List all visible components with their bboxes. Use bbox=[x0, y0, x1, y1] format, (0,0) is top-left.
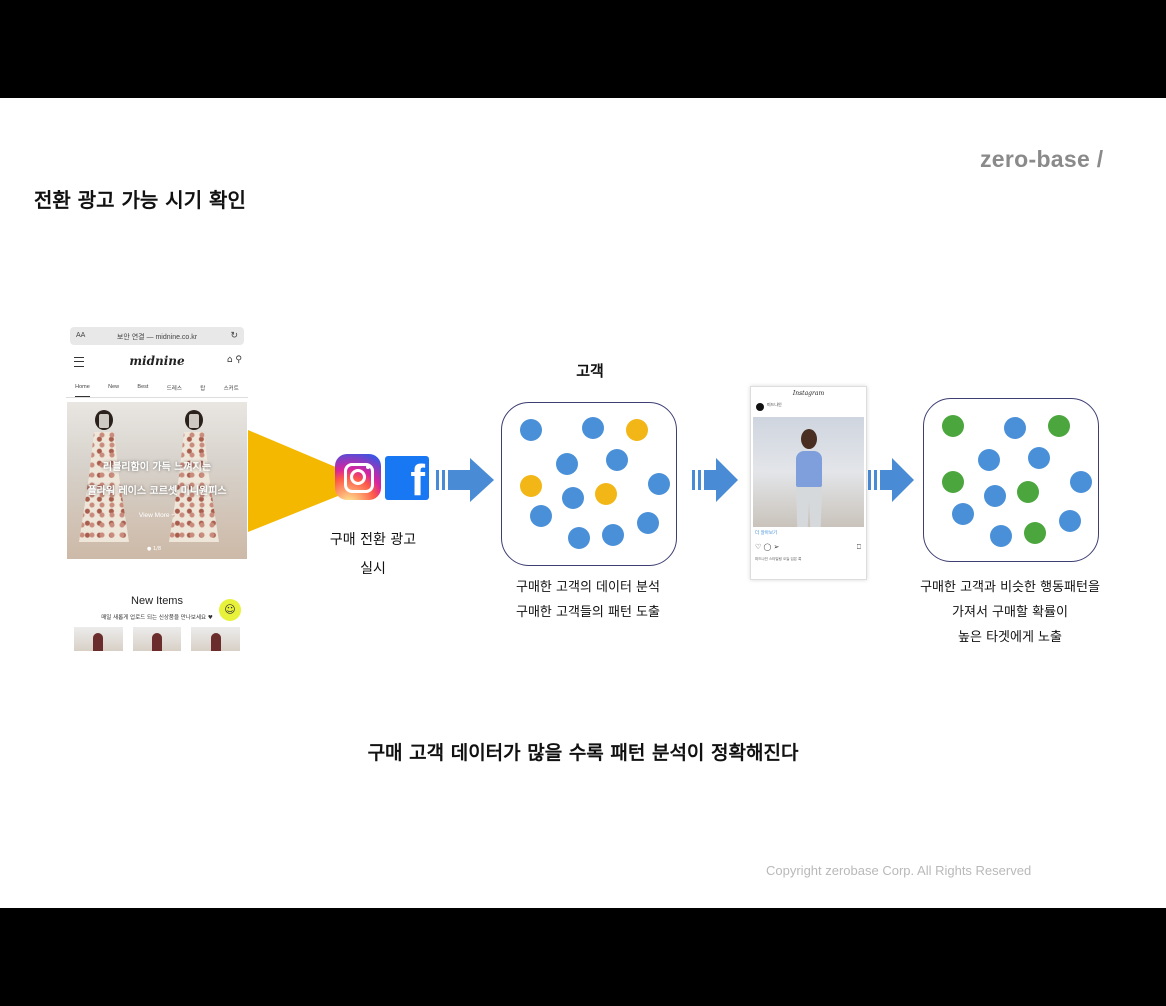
customer-dot bbox=[606, 449, 628, 471]
facebook-icon: f bbox=[385, 456, 429, 500]
target-caption-2: 가져서 구매할 확률이 bbox=[952, 605, 1068, 620]
copyright: Copyright zerobase Corp. All Rights Rese… bbox=[766, 863, 1032, 878]
target-dot bbox=[942, 471, 964, 493]
avatar bbox=[756, 403, 764, 411]
target-dot bbox=[1024, 522, 1046, 544]
customer-caption-1: 구매한 고객의 데이터 분석 bbox=[516, 580, 660, 595]
customer-dot bbox=[520, 419, 542, 441]
site-header: midnine ⌂ ⚲ bbox=[66, 351, 248, 373]
customer-dot bbox=[1059, 510, 1081, 532]
customer-dot bbox=[1070, 471, 1092, 493]
slide: zero-base / 전환 광고 가능 시기 확인 AA 보안 연결 — mi… bbox=[0, 98, 1166, 908]
customer-dot bbox=[582, 417, 604, 439]
instagram-wordmark: Instagram bbox=[792, 390, 825, 397]
step1-line1: 구매 전환 광고 bbox=[329, 532, 417, 548]
target-caption: 구매한 고객과 비슷한 행동패턴을 가져서 구매할 확률이 높은 타겟에게 노출 bbox=[890, 575, 1130, 650]
arrow-right-icon bbox=[692, 458, 738, 502]
post-photo bbox=[753, 417, 864, 527]
instagram-icon bbox=[335, 454, 381, 500]
purchaser-dot bbox=[520, 475, 542, 497]
menu-icon bbox=[74, 357, 84, 367]
page-title: 전환 광고 가능 시기 확인 bbox=[34, 188, 246, 212]
slide-indicator: ● 1/8 bbox=[147, 546, 161, 552]
zero-base-logo: zero-base / bbox=[980, 146, 1104, 172]
view-more-button: View More + bbox=[138, 512, 176, 519]
site-nav: Home New Best 드레스 탑 스커트 bbox=[66, 381, 248, 398]
chat-icon: ☺ bbox=[219, 599, 241, 621]
arrow-right-icon bbox=[868, 458, 914, 502]
phone-screenshot: AA 보안 연결 — midnine.co.kr ↻ midnine ⌂ ⚲ H… bbox=[66, 323, 248, 651]
target-dot bbox=[1017, 481, 1039, 503]
nav-item-top: 탑 bbox=[200, 386, 206, 392]
hero-banner: 리블리함이 가득 느껴지는 플라워 레이스 코르셋 미니원피스 View Mor… bbox=[67, 402, 247, 559]
bottom-message: 구매 고객 데이터가 많을 수록 패턴 분석이 정확해진다 bbox=[367, 742, 799, 764]
bookmark-icon: ⎕ bbox=[856, 543, 861, 551]
customer-caption: 구매한 고객의 데이터 분석 구매한 고객들의 패턴 도출 bbox=[478, 575, 698, 625]
post-username: 미드나인 bbox=[767, 402, 782, 407]
target-caption-3: 높은 타겟에게 노출 bbox=[958, 630, 1062, 645]
customer-dot bbox=[1004, 417, 1026, 439]
customer-dot bbox=[602, 524, 624, 546]
instagram-ad-post: Instagram 미드나인 더 알아보기 ♡ ◯ ➢ ⎕ 미드나인 스타일링 … bbox=[750, 386, 867, 580]
customer-dot bbox=[637, 512, 659, 534]
purchaser-dot bbox=[626, 419, 648, 441]
customer-dot bbox=[648, 473, 670, 495]
customer-label: 고객 bbox=[576, 362, 604, 380]
nav-item-dress: 드레스 bbox=[166, 386, 182, 392]
cart-search-icons: ⌂ ⚲ bbox=[226, 355, 242, 365]
customer-dot bbox=[990, 525, 1012, 547]
hero-headline-1: 리블리함이 가득 느껴지는 bbox=[102, 462, 212, 473]
site-logo: midnine bbox=[129, 354, 185, 368]
nav-item-home: Home bbox=[75, 381, 90, 397]
product-thumbnail bbox=[74, 627, 123, 651]
customer-caption-2: 구매한 고객들의 패턴 도출 bbox=[516, 605, 660, 620]
nav-item-new: New bbox=[108, 384, 120, 390]
step1-label: 구매 전환 광고 실시 bbox=[318, 526, 428, 584]
reload-icon: ↻ bbox=[230, 330, 238, 340]
product-thumbnail bbox=[132, 627, 182, 651]
nav-item-skirt: 스커트 bbox=[223, 386, 239, 392]
post-action-icons: ♡ ◯ ➢ bbox=[755, 543, 780, 551]
url-text: 보안 연결 — midnine.co.kr bbox=[116, 334, 198, 341]
nav-item-best: Best bbox=[137, 384, 149, 390]
customer-dot bbox=[952, 503, 974, 525]
customer-dot bbox=[568, 527, 590, 549]
customer-dot bbox=[984, 485, 1006, 507]
url-bar: AA 보안 연결 — midnine.co.kr ↻ bbox=[70, 327, 244, 345]
target-group-box bbox=[923, 398, 1099, 562]
purchaser-dot bbox=[595, 483, 617, 505]
hero-headline-2: 플라워 레이스 코르셋 미니원피스 bbox=[87, 486, 227, 497]
customer-dot bbox=[1028, 447, 1050, 469]
customer-dot bbox=[978, 449, 1000, 471]
target-dot bbox=[942, 415, 964, 437]
target-dot bbox=[1048, 415, 1070, 437]
product-thumbnails bbox=[74, 627, 241, 651]
customer-dot bbox=[530, 505, 552, 527]
product-thumbnail bbox=[191, 627, 241, 651]
learn-more-link: 더 알아보기 bbox=[755, 531, 778, 536]
customer-dot bbox=[556, 453, 578, 475]
text-size-label: AA bbox=[76, 332, 86, 339]
arrow-right-icon bbox=[436, 458, 494, 502]
target-caption-1: 구매한 고객과 비슷한 행동패턴을 bbox=[920, 580, 1100, 595]
post-caption: 미드나인 스타일링 오늘 입은 룩 bbox=[755, 557, 802, 561]
new-items-title: New Items bbox=[131, 595, 183, 607]
customer-group-box bbox=[501, 402, 677, 566]
broadcast-cone bbox=[248, 430, 338, 532]
step1-line2: 실시 bbox=[360, 561, 386, 577]
customer-dot bbox=[562, 487, 584, 509]
new-items-subtitle: 매일 새롭게 업로드 되는 신상품을 만나보세요 ♥ bbox=[101, 615, 213, 621]
